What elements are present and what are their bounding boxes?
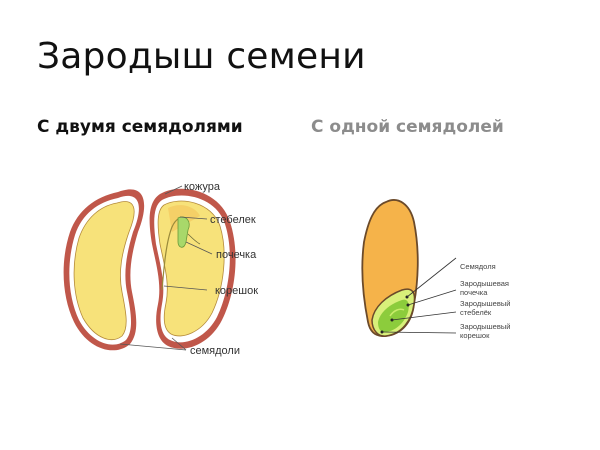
label-root-line1: Зародышевый [460, 322, 510, 331]
dicot-seed-diagram: кожура стебелек почечка корешок семядоли [63, 181, 258, 357]
label-stem-line1: Зародышевый [460, 299, 510, 308]
label-root-line2: корешок [460, 331, 490, 340]
right-cotyledon [157, 200, 225, 337]
left-cotyledon [73, 201, 135, 340]
label-bud-line1: Зародышевая [460, 279, 509, 288]
label-bud-line2: почечка [460, 288, 488, 297]
label-cotyledon: Семядоля [460, 262, 496, 271]
monocot-seed-diagram: Семядоля Зародышевая почечка Зародышевый… [361, 199, 510, 340]
label-cotyledons: семядоли [190, 345, 240, 357]
subtitle-monocot: С одной семядолей [311, 117, 504, 137]
subtitle-dicot: С двумя семядолями [37, 117, 243, 137]
label-root: корешок [215, 285, 258, 297]
label-stem: стебелек [210, 214, 256, 226]
label-stem-line2: стебелёк [460, 308, 492, 317]
label-bud: почечка [216, 249, 257, 261]
slide-title: Зародыш семени [37, 36, 366, 77]
label-seed-coat: кожура [184, 181, 221, 193]
